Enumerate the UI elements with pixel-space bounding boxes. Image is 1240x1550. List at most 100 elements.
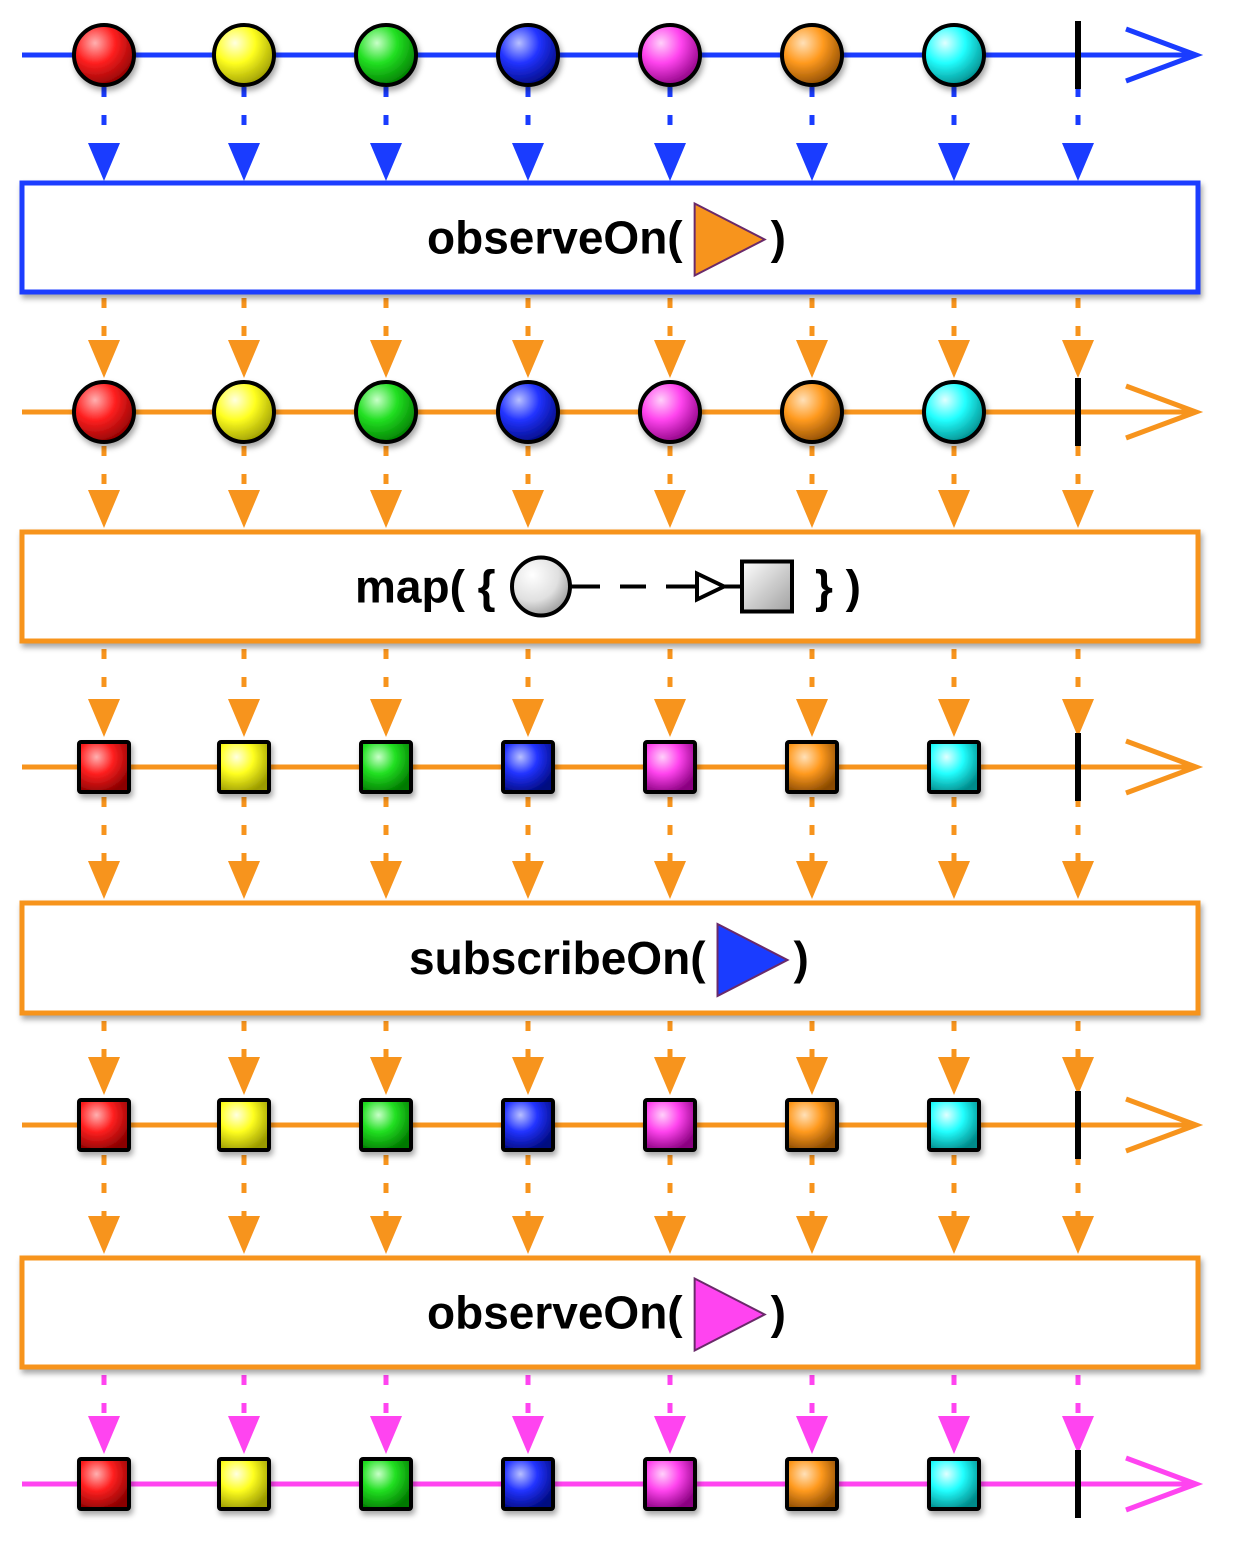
marble-circle [638, 23, 702, 87]
flow-arrow [1062, 1021, 1094, 1095]
flow-arrow [1062, 298, 1094, 378]
flow-arrow [370, 649, 402, 737]
flow-arrowhead [654, 490, 686, 528]
marble-circle [354, 23, 418, 87]
flow-arrow [938, 446, 970, 528]
flow-arrowhead [88, 143, 120, 181]
flow-arrow [228, 1375, 260, 1454]
flow-arrowhead [228, 143, 260, 181]
flow-arrowhead [370, 1216, 402, 1254]
operator-label-close: ) [771, 212, 786, 264]
flow-arrowhead [938, 340, 970, 378]
marble-circle [922, 23, 986, 87]
operator-label: subscribeOn( [409, 932, 706, 984]
flow-arrowhead [228, 1057, 260, 1095]
marble-square [643, 1457, 697, 1511]
flow-arrowhead [654, 861, 686, 899]
operator-box-frame [19, 900, 1201, 1016]
flow-arrowhead [654, 340, 686, 378]
flow-arrowhead [370, 699, 402, 737]
timeline-after-map [22, 733, 1204, 801]
flow-arrow [796, 1155, 828, 1254]
flow-arrow [796, 446, 828, 528]
flow-arrow [370, 1155, 402, 1254]
flow-arrow [370, 797, 402, 899]
marble-circle [638, 380, 702, 444]
flow-arrowhead [796, 143, 828, 181]
flow-arrow [938, 1155, 970, 1254]
operator-label-close: ) [771, 1287, 786, 1339]
flow-arrow [654, 649, 686, 737]
marble-square [77, 1098, 131, 1152]
operator-box-observeOn-orange: observeOn() [19, 180, 1201, 295]
flow-arrow [796, 1021, 828, 1095]
output-square-icon [740, 559, 794, 614]
marble-circle [496, 23, 560, 87]
operator-box-subscribeOn-blue: subscribeOn() [19, 900, 1201, 1016]
marble-circle [496, 380, 560, 444]
flow-arrow [88, 298, 120, 378]
operator-box-frame [19, 180, 1201, 295]
flow-arrowhead [796, 340, 828, 378]
marble-square [643, 740, 697, 794]
connector-layer [88, 87, 1094, 1454]
flow-arrow [938, 87, 970, 181]
flow-arrow [938, 298, 970, 378]
flow-arrow [938, 649, 970, 737]
flow-arrowhead [938, 143, 970, 181]
marble-circle [922, 380, 986, 444]
operator-box-map: map( { } ) [19, 529, 1201, 644]
flow-arrow [796, 1375, 828, 1454]
flow-arrow [512, 1375, 544, 1454]
marble-square [77, 1457, 131, 1511]
flow-arrowhead [1062, 1057, 1094, 1095]
flow-arrow [370, 87, 402, 181]
timeline-after-observeOn-orange [22, 378, 1204, 446]
operator-label: map( { [355, 561, 496, 613]
operator-layer: observeOn()map( {} )subscribeOn()observe… [19, 180, 1201, 1370]
flow-arrow [88, 649, 120, 737]
flow-arrow [1062, 797, 1094, 899]
flow-arrowhead [654, 1216, 686, 1254]
marble-circle [212, 23, 276, 87]
flow-arrow [512, 87, 544, 181]
flow-arrow [88, 1375, 120, 1454]
marble-square [785, 1098, 839, 1152]
flow-arrow [228, 1021, 260, 1095]
flow-arrowhead [654, 1057, 686, 1095]
timeline-arrowhead [1125, 1455, 1204, 1513]
flow-arrowhead [796, 699, 828, 737]
flow-arrowhead [1062, 340, 1094, 378]
operator-box-frame [19, 1255, 1201, 1370]
marble-square [785, 740, 839, 794]
marble-square [501, 1098, 555, 1152]
flow-arrow [228, 649, 260, 737]
flow-arrowhead [88, 1057, 120, 1095]
flow-arrow [654, 797, 686, 899]
marble-square [217, 1457, 271, 1511]
flow-arrow [370, 446, 402, 528]
flow-arrow [512, 446, 544, 528]
marble-circle [780, 23, 844, 87]
flow-arrow [228, 797, 260, 899]
flow-arrow [88, 797, 120, 899]
flow-arrowhead [370, 861, 402, 899]
flow-arrowhead [512, 340, 544, 378]
magenta-scheduler-triangle-icon [693, 1276, 767, 1353]
flow-arrowhead [88, 1416, 120, 1454]
marble-square [501, 740, 555, 794]
marble-circle [72, 380, 136, 444]
flow-arrowhead [88, 490, 120, 528]
flow-arrowhead [228, 490, 260, 528]
flow-arrow [1062, 446, 1094, 528]
flow-arrowhead [370, 143, 402, 181]
flow-arrow [370, 1375, 402, 1454]
marble-circle [354, 380, 418, 444]
flow-arrow [228, 87, 260, 181]
marble-square [501, 1457, 555, 1511]
operator-box-frame [19, 529, 1201, 644]
operator-label-close: } ) [815, 561, 861, 613]
marble-square [359, 1457, 413, 1511]
flow-arrow [654, 446, 686, 528]
